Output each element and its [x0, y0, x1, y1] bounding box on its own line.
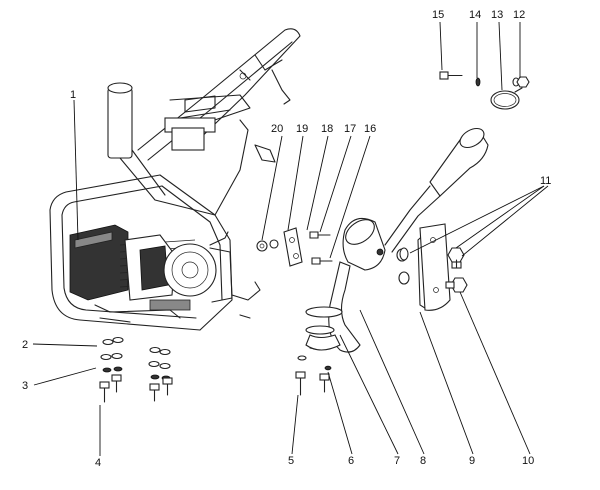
callout-3: 3	[22, 380, 28, 392]
clamp-hardware	[439, 71, 530, 110]
heat-shield-hardware	[399, 223, 468, 311]
callout-10: 10	[522, 455, 534, 467]
callout-1: 1	[70, 89, 76, 101]
callout-13: 13	[491, 9, 503, 21]
callout-9: 9	[469, 455, 475, 467]
callout-15: 15	[432, 9, 444, 21]
callout-14: 14	[469, 9, 481, 21]
callout-4: 4	[95, 457, 101, 469]
callout-20: 20	[271, 123, 283, 135]
callout-6: 6	[348, 455, 354, 467]
engine-mount-washers	[100, 336, 171, 381]
callout-12: 12	[513, 9, 525, 21]
exhaust-mount-hardware	[256, 227, 333, 396]
callout-7: 7	[394, 455, 400, 467]
engine-assembly	[69, 224, 233, 323]
callout-16: 16	[364, 123, 376, 135]
frame-assembly	[49, 28, 301, 331]
callout-5: 5	[288, 455, 294, 467]
exhaust-assembly	[305, 127, 489, 353]
callout-2: 2	[22, 339, 28, 351]
callout-labels: 1 2 3 4 5 6 7 8 9 10 11 12 13 14 15 16 1…	[22, 9, 551, 469]
callout-19: 19	[296, 123, 308, 135]
engine-mount-bolts	[99, 374, 173, 403]
callout-8: 8	[420, 455, 426, 467]
callout-11: 11	[540, 175, 551, 187]
leader-lines	[32, 21, 549, 456]
callout-18: 18	[321, 123, 333, 135]
callout-17: 17	[344, 123, 356, 135]
